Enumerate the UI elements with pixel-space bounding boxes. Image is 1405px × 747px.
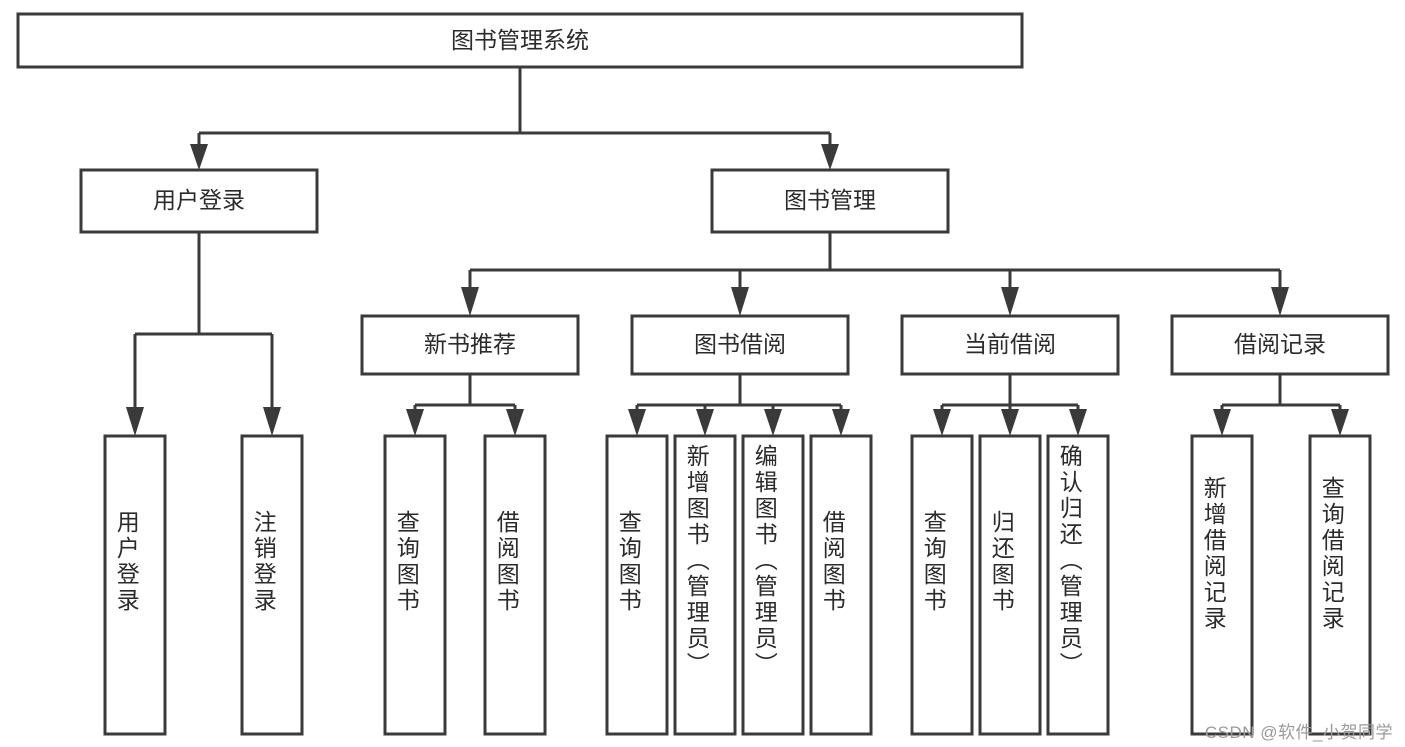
node-book-management-box[interactable] [710, 168, 950, 234]
arrow-head-leaf-add-record [1213, 409, 1231, 436]
arrow-head-book-borrow [731, 287, 749, 316]
leaf-query-book-new-label: 查询图书 [393, 510, 420, 614]
node-book-management-label: 图书管理 [784, 187, 876, 213]
node-root-box[interactable] [16, 12, 1024, 69]
node-new-book-recommend[interactable]: 新书推荐 [360, 314, 580, 376]
leaf-borrow-book-new-box[interactable] [483, 434, 547, 736]
leaf-query-borrow-record-box[interactable] [1308, 434, 1372, 736]
connector-group-borrow-record-to-leaves [1213, 374, 1349, 436]
leaf-node-add-borrow-record[interactable]: 新增借阅记录 [1190, 434, 1254, 736]
node-book-management[interactable]: 图书管理 [710, 168, 950, 234]
leaf-borrow-book-label: 借阅图书 [819, 510, 846, 614]
arrow-head-leaf-confirm-return [1069, 409, 1087, 436]
node-book-borrow-label: 图书借阅 [694, 331, 786, 357]
arrow-head-leaf-return-book [1001, 409, 1019, 436]
node-user-login-box[interactable] [79, 168, 319, 234]
leaf-node-user-login[interactable]: 用户登录 [103, 434, 167, 736]
node-root-label: 图书管理系统 [451, 27, 589, 53]
leaf-query-book-new-box[interactable] [383, 434, 447, 736]
connector-group-book-mgmt-to-level3 [461, 232, 1289, 316]
arrow-head-new-book [461, 287, 479, 316]
leaf-node-logout[interactable]: 注销登录 [240, 434, 304, 736]
leaf-query-book-borrow-label: 查询图书 [615, 510, 642, 614]
leaf-edit-book-box[interactable] [741, 434, 805, 736]
leaf-add-borrow-record-label: 新增借阅记录 [1200, 476, 1227, 632]
arrow-head-book-mgmt [821, 144, 839, 170]
leaf-return-book-label: 归还图书 [988, 510, 1015, 614]
arrow-head-user-login [190, 144, 208, 170]
leaf-query-book-current-label: 查询图书 [920, 510, 947, 614]
arrow-head-leaf-borrow-book-nb [506, 409, 524, 436]
leaf-add-book-box[interactable] [673, 434, 737, 736]
node-current-borrow-box[interactable] [900, 314, 1120, 376]
leaf-edit-book-label: 编辑图书（管理员） [751, 444, 778, 678]
arrow-head-current-borrow [1001, 287, 1019, 316]
leaf-node-return-book[interactable]: 归还图书 [978, 434, 1042, 736]
node-borrow-record[interactable]: 借阅记录 [1170, 314, 1390, 376]
watermark-text: CSDN @软件_小贺同学 [1204, 723, 1393, 742]
leaf-query-book-borrow-box[interactable] [605, 434, 669, 736]
connector-group-book-borrow-to-leaves [628, 374, 850, 436]
node-book-borrow-box[interactable] [630, 314, 850, 376]
leaf-confirm-return-box[interactable] [1046, 434, 1110, 736]
leaf-user-login-box[interactable] [103, 434, 167, 736]
node-new-book-recommend-box[interactable] [360, 314, 580, 376]
arrow-head-leaf-query-book-bb [628, 409, 646, 436]
leaf-query-book-current-box[interactable] [910, 434, 974, 736]
leaf-borrow-book-new-label: 借阅图书 [493, 510, 520, 614]
arrow-head-leaf-user-login [126, 407, 144, 436]
leaf-query-borrow-record-label: 查询借阅记录 [1318, 476, 1345, 632]
node-root-book-management-system[interactable]: 图书管理系统 [16, 12, 1024, 69]
leaf-node-edit-book[interactable]: 编辑图书（管理员） [741, 434, 805, 736]
arrow-head-leaf-edit-book [764, 409, 782, 436]
leaf-logout-box[interactable] [240, 434, 304, 736]
leaf-add-borrow-record-box[interactable] [1190, 434, 1254, 736]
connector-group-root-to-level2 [190, 67, 839, 170]
leaf-node-borrow-book[interactable]: 借阅图书 [809, 434, 873, 736]
connector-group-current-borrow-to-leaves [933, 374, 1087, 436]
leaf-node-query-borrow-record[interactable]: 查询借阅记录 [1308, 434, 1372, 736]
node-user-login-label: 用户登录 [153, 187, 245, 213]
connector-group-new-book-to-leaves [406, 374, 524, 436]
node-user-login[interactable]: 用户登录 [79, 168, 319, 234]
node-borrow-record-label: 借阅记录 [1234, 331, 1326, 357]
leaf-node-query-book-borrow[interactable]: 查询图书 [605, 434, 669, 736]
leaf-confirm-return-label: 确认归还（管理员） [1056, 444, 1083, 678]
leaf-node-borrow-book-new[interactable]: 借阅图书 [483, 434, 547, 736]
node-current-borrow[interactable]: 当前借阅 [900, 314, 1120, 376]
leaf-add-book-label: 新增图书（管理员） [683, 444, 710, 678]
leaf-node-add-book[interactable]: 新增图书（管理员） [673, 434, 737, 736]
leaf-node-confirm-return[interactable]: 确认归还（管理员） [1046, 434, 1110, 736]
leaf-return-book-box[interactable] [978, 434, 1042, 736]
leaf-node-query-book-current[interactable]: 查询图书 [910, 434, 974, 736]
leaf-node-query-book-new[interactable]: 查询图书 [383, 434, 447, 736]
node-new-book-recommend-label: 新书推荐 [424, 331, 516, 357]
leaf-borrow-book-box[interactable] [809, 434, 873, 736]
node-borrow-record-box[interactable] [1170, 314, 1390, 376]
arrow-head-leaf-query-book-nb [406, 409, 424, 436]
node-book-borrow[interactable]: 图书借阅 [630, 314, 850, 376]
arrow-head-leaf-query-book-cb [933, 409, 951, 436]
arrow-head-leaf-query-record [1331, 409, 1349, 436]
arrow-head-leaf-borrow-book-bb [832, 409, 850, 436]
leaf-logout-label: 注销登录 [250, 510, 277, 614]
arrow-head-leaf-add-book [696, 409, 714, 436]
connector-group-user-login-to-leaves [126, 232, 281, 436]
leaf-user-login-label: 用户登录 [113, 510, 140, 614]
arrow-head-borrow-record [1271, 287, 1289, 316]
node-current-borrow-label: 当前借阅 [964, 331, 1056, 357]
arrow-head-leaf-logout [263, 407, 281, 436]
